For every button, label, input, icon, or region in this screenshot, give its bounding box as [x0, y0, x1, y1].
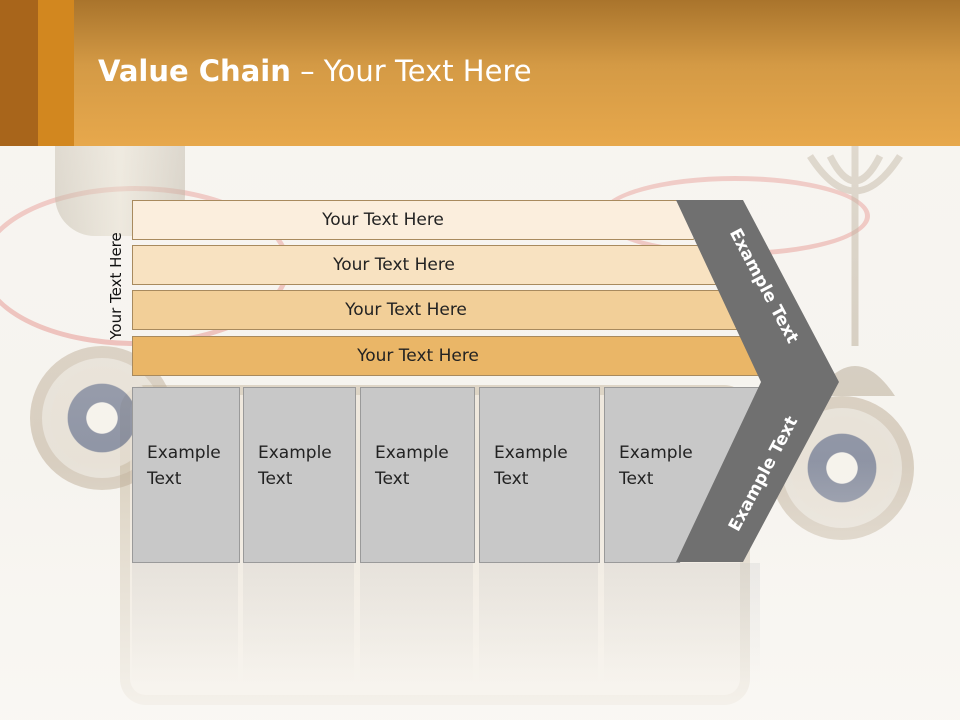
value-bar-label: Your Text Here [322, 210, 444, 230]
value-bar-1[interactable]: Your Text Here [132, 200, 694, 240]
value-bar-label: Your Text Here [333, 255, 455, 275]
box-reflection [243, 563, 354, 683]
value-bar-2[interactable]: Your Text Here [132, 245, 716, 285]
title-rest: – Your Text Here [290, 54, 532, 88]
box-reflection [360, 563, 473, 683]
box-line-2: Text [375, 469, 410, 489]
accent-band-light [38, 0, 74, 146]
box-reflection [604, 563, 760, 683]
value-bar-label: Your Text Here [357, 346, 479, 366]
reflection-fill [243, 563, 354, 683]
reflection-fill [479, 563, 598, 683]
box-reflection [479, 563, 598, 683]
title-bold: Value Chain [98, 54, 291, 88]
box-line-2: Text [258, 469, 293, 489]
box-line-1: Example [258, 443, 332, 463]
reflection-fill [604, 563, 760, 683]
box-line-1: Example [375, 443, 449, 463]
title-bar: Value Chain – Your Text Here [0, 0, 960, 146]
reflection-fill [360, 563, 473, 683]
vertical-label-text: Your Text Here [107, 232, 125, 340]
slide-title[interactable]: Value Chain – Your Text Here [98, 54, 532, 88]
accent-band-dark [0, 0, 38, 146]
box-line-2: Text [494, 469, 529, 489]
reflection-fill [132, 563, 238, 683]
value-bar-label: Your Text Here [345, 300, 467, 320]
vertical-label[interactable]: Your Text Here [104, 218, 128, 354]
box-line-2: Text [147, 469, 182, 489]
box-line-1: Example [494, 443, 568, 463]
box-line-2: Text [619, 469, 654, 489]
box-line-1: Example [619, 443, 693, 463]
box-line-1: Example [147, 443, 221, 463]
box-reflection [132, 563, 238, 683]
value-bar-3[interactable]: Your Text Here [132, 290, 740, 330]
value-bar-4[interactable]: Your Text Here [132, 336, 764, 376]
